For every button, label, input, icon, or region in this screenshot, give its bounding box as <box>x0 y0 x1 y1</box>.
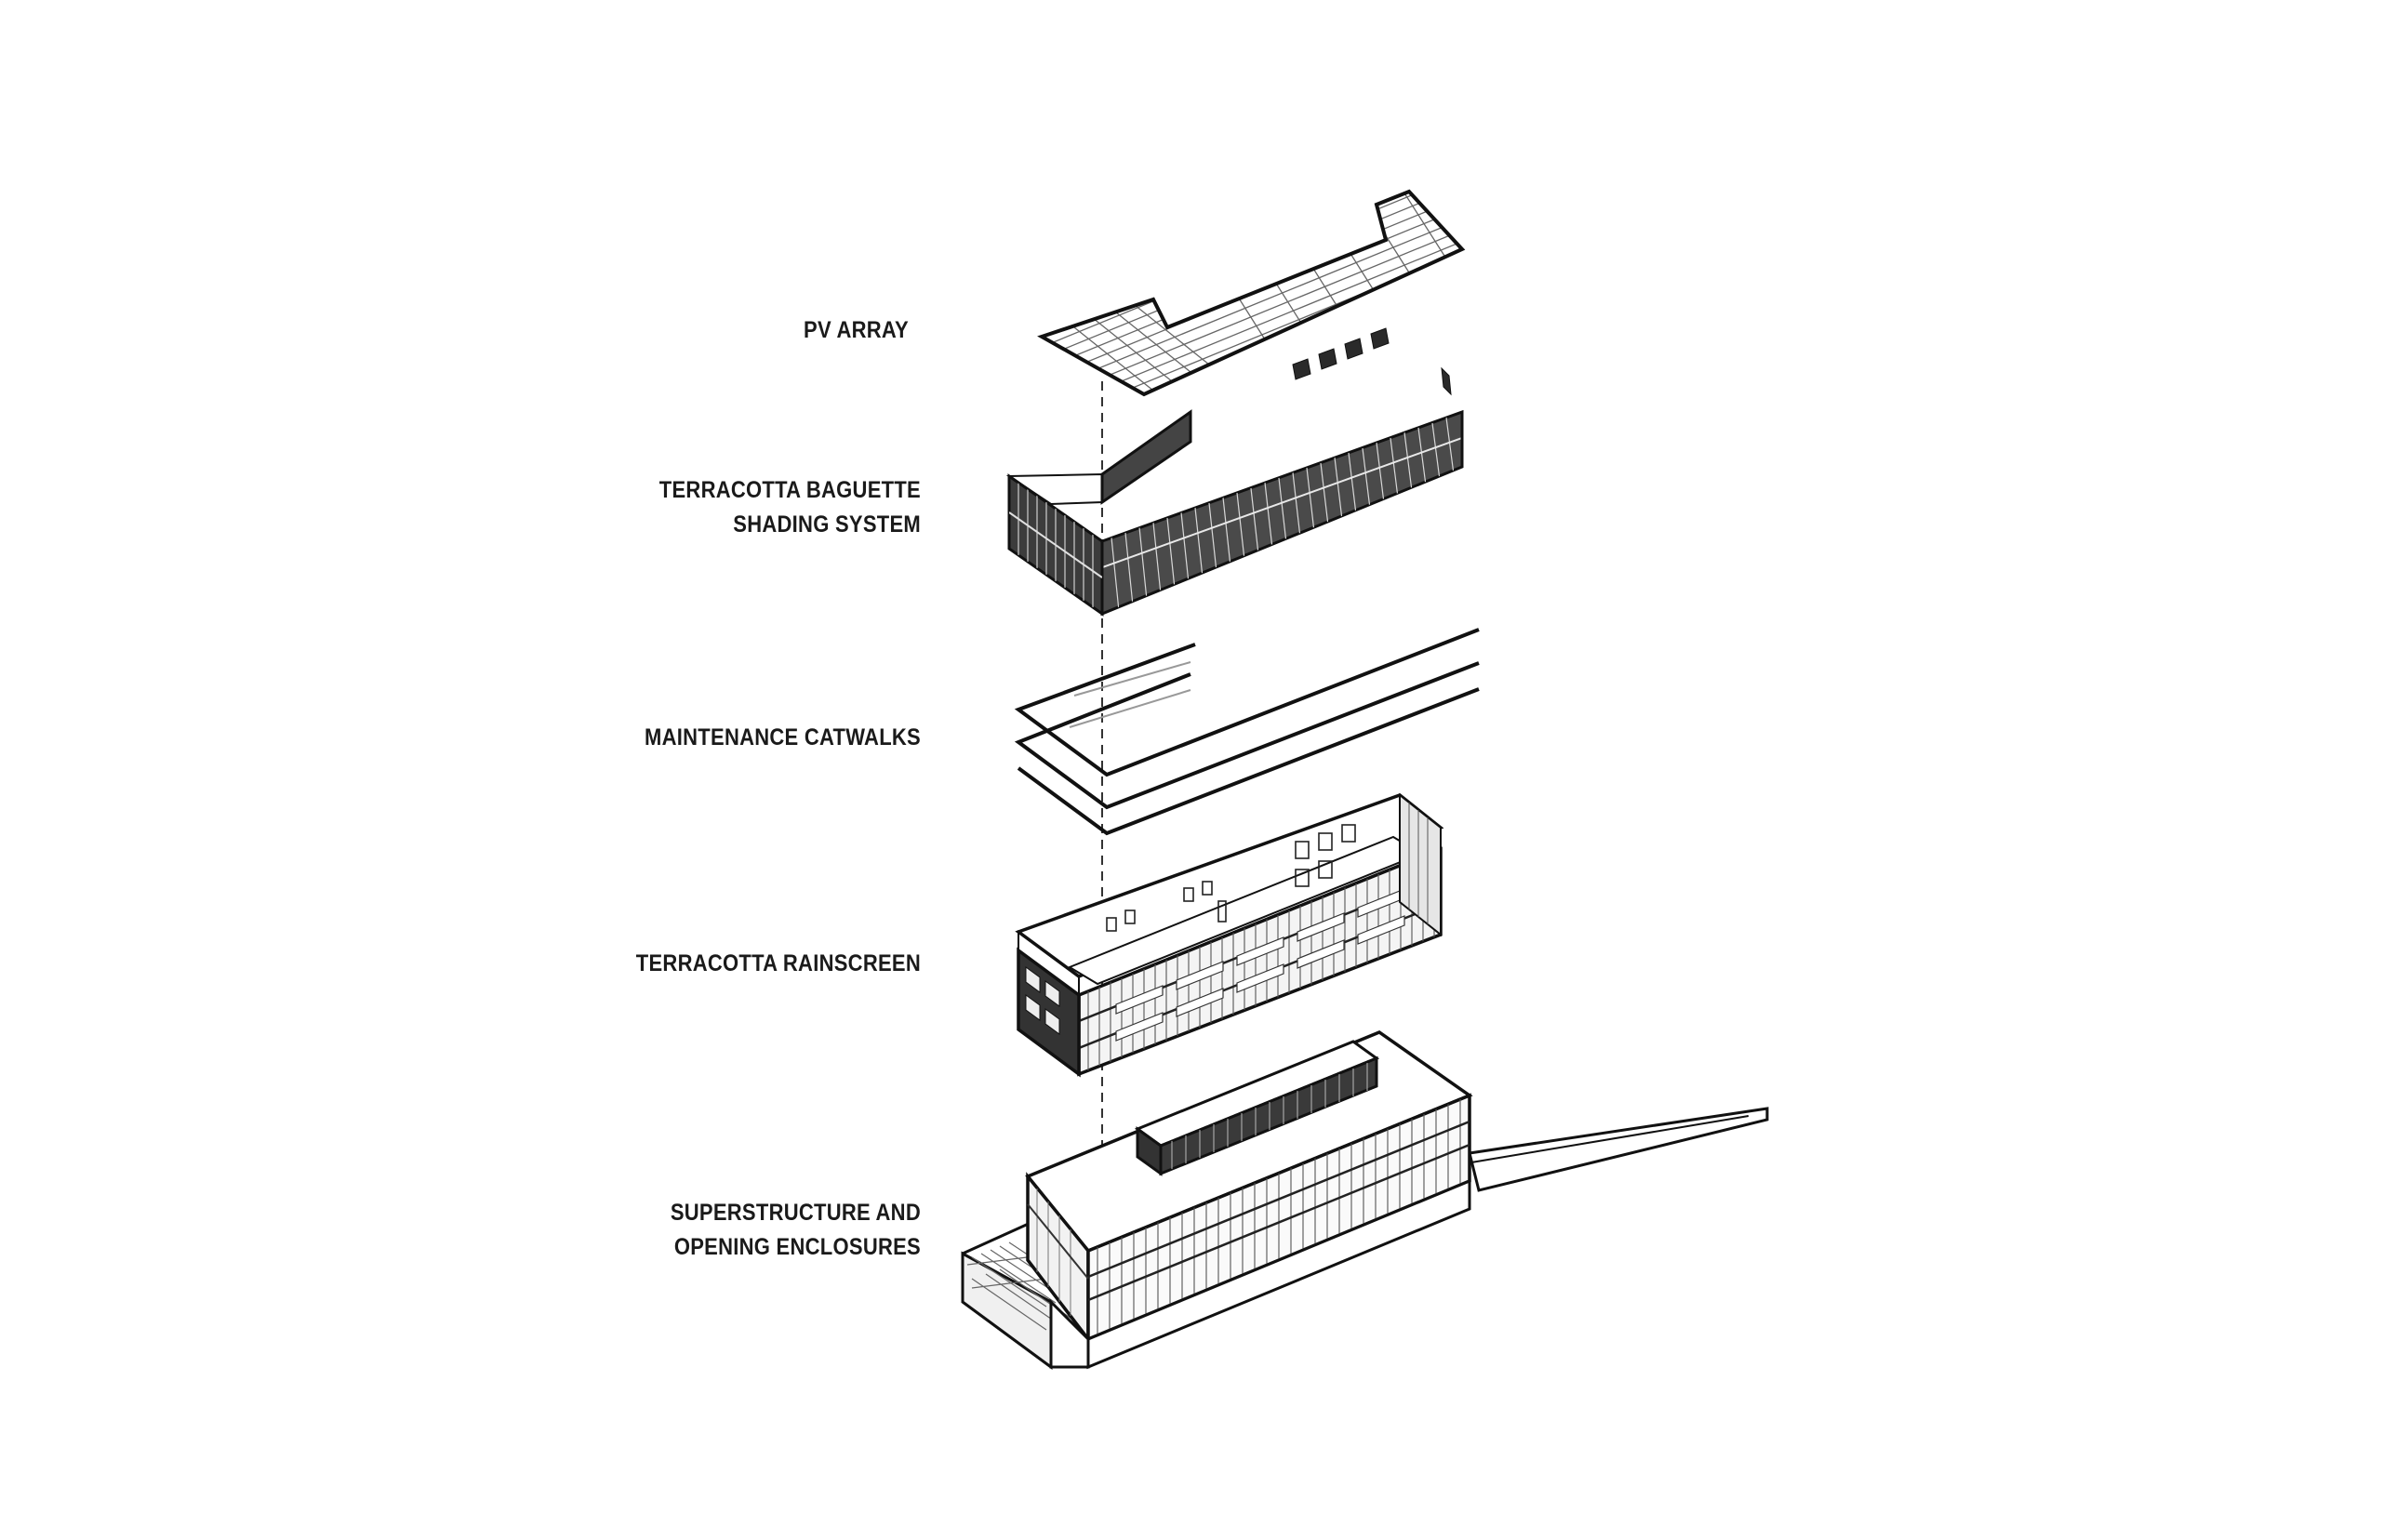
penthouse-louvers <box>1171 1063 1368 1169</box>
label-superstructure: SUPERSTRUCTURE AND OPENING ENCLOSURES <box>430 1196 921 1265</box>
label-rainscreen-line-1: TERRACOTTA RAINSCREEN <box>635 950 921 976</box>
maintenance-catwalks-layer <box>1014 628 1480 836</box>
terracotta-baguette-layer <box>1005 409 1464 617</box>
label-pv-array-line-1: PV ARRAY <box>804 317 909 343</box>
terracotta-rainscreen-layer <box>1015 792 1444 1078</box>
label-maintenance-catwalks: MAINTENANCE CATWALKS <box>430 721 921 755</box>
label-baguette-line-1: TERRACOTTA BAGUETTE <box>658 477 921 503</box>
label-baguette-line-2: SHADING SYSTEM <box>733 511 921 538</box>
label-super-line-1: SUPERSTRUCTURE AND <box>670 1200 921 1226</box>
rooftop-equipment-blocks <box>1292 327 1452 396</box>
label-terracotta-rainscreen: TERRACOTTA RAINSCREEN <box>430 947 921 981</box>
rainscreen-end-windows <box>1025 966 1060 1035</box>
catwalk-level-2 <box>1014 661 1480 810</box>
label-catwalk-line-1: MAINTENANCE CATWALKS <box>645 724 921 750</box>
label-terracotta-baguette: TERRACOTTA BAGUETTE SHADING SYSTEM <box>430 473 921 542</box>
podium-canopy-hatch <box>966 1241 1084 1331</box>
label-super-line-2: OPENING ENCLOSURES <box>673 1234 921 1260</box>
superstructure-end-mullions <box>1027 1188 1089 1316</box>
catwalk-level-3 <box>1017 687 1480 836</box>
rainscreen-front-windows <box>1115 888 1405 1042</box>
label-pv-array: PV ARRAY <box>418 313 909 348</box>
rainscreen-far-windows <box>1106 824 1356 932</box>
superstructure-layer <box>961 1030 1769 1370</box>
catwalk-level-1 <box>1014 628 1480 777</box>
